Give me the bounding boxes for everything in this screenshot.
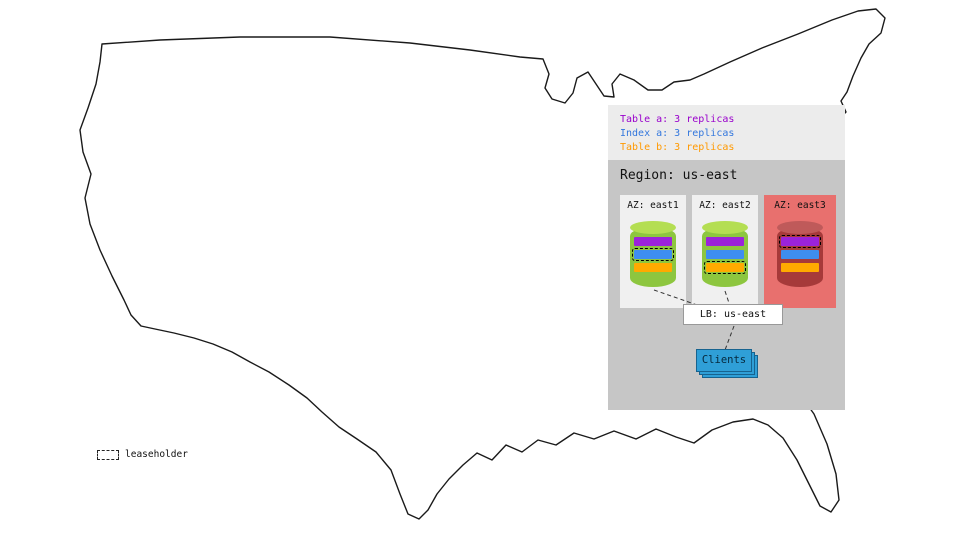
cylinder-top xyxy=(630,221,676,234)
replica-bars xyxy=(632,237,674,272)
db-cylinder-east2 xyxy=(702,221,748,287)
az-east3-label: AZ: east3 xyxy=(774,200,826,211)
connector-lb-to-clients xyxy=(724,325,735,351)
cylinder-top xyxy=(777,221,823,234)
replica-bar-table-b xyxy=(634,263,672,272)
replica-legend-panel: Table a: 3 replicas Index a: 3 replicas … xyxy=(608,105,845,160)
replica-bar-table-a-leaseholder xyxy=(779,235,821,248)
replica-bar-table-a xyxy=(706,237,744,246)
db-cylinder-east3 xyxy=(777,221,823,287)
replica-bar-table-a xyxy=(634,237,672,246)
az-east1: AZ: east1 xyxy=(620,195,686,308)
replica-bar-index-a xyxy=(706,250,744,259)
us-outline-path xyxy=(79,8,886,520)
region-panel: Region: us-east AZ: east1 AZ: east2 xyxy=(608,160,845,410)
db-cylinder-east1 xyxy=(630,221,676,287)
replica-bars xyxy=(704,237,746,274)
clients-box: Clients xyxy=(696,349,758,379)
legend-index-a: Index a: 3 replicas xyxy=(620,128,735,139)
clients-label: Clients xyxy=(696,349,752,372)
replica-bar-index-a-leaseholder xyxy=(632,248,674,261)
legend-table-b: Table b: 3 replicas xyxy=(620,142,735,153)
leaseholder-legend: leaseholder xyxy=(97,449,188,460)
az-east2-label: AZ: east2 xyxy=(699,200,751,211)
legend-table-a: Table a: 3 replicas xyxy=(620,114,735,125)
az-east3: AZ: east3 xyxy=(764,195,836,308)
az-east1-label: AZ: east1 xyxy=(627,200,679,211)
az-east2: AZ: east2 xyxy=(692,195,758,308)
replica-bar-index-a xyxy=(781,250,819,259)
replica-bar-table-b xyxy=(781,263,819,272)
leaseholder-swatch-icon xyxy=(97,449,119,460)
load-balancer-box: LB: us-east xyxy=(683,304,783,325)
replica-bar-table-b-leaseholder xyxy=(704,261,746,274)
cylinder-top xyxy=(702,221,748,234)
leaseholder-legend-label: leaseholder xyxy=(125,449,188,460)
region-title: Region: us-east xyxy=(620,168,738,183)
replica-bars xyxy=(779,235,821,272)
